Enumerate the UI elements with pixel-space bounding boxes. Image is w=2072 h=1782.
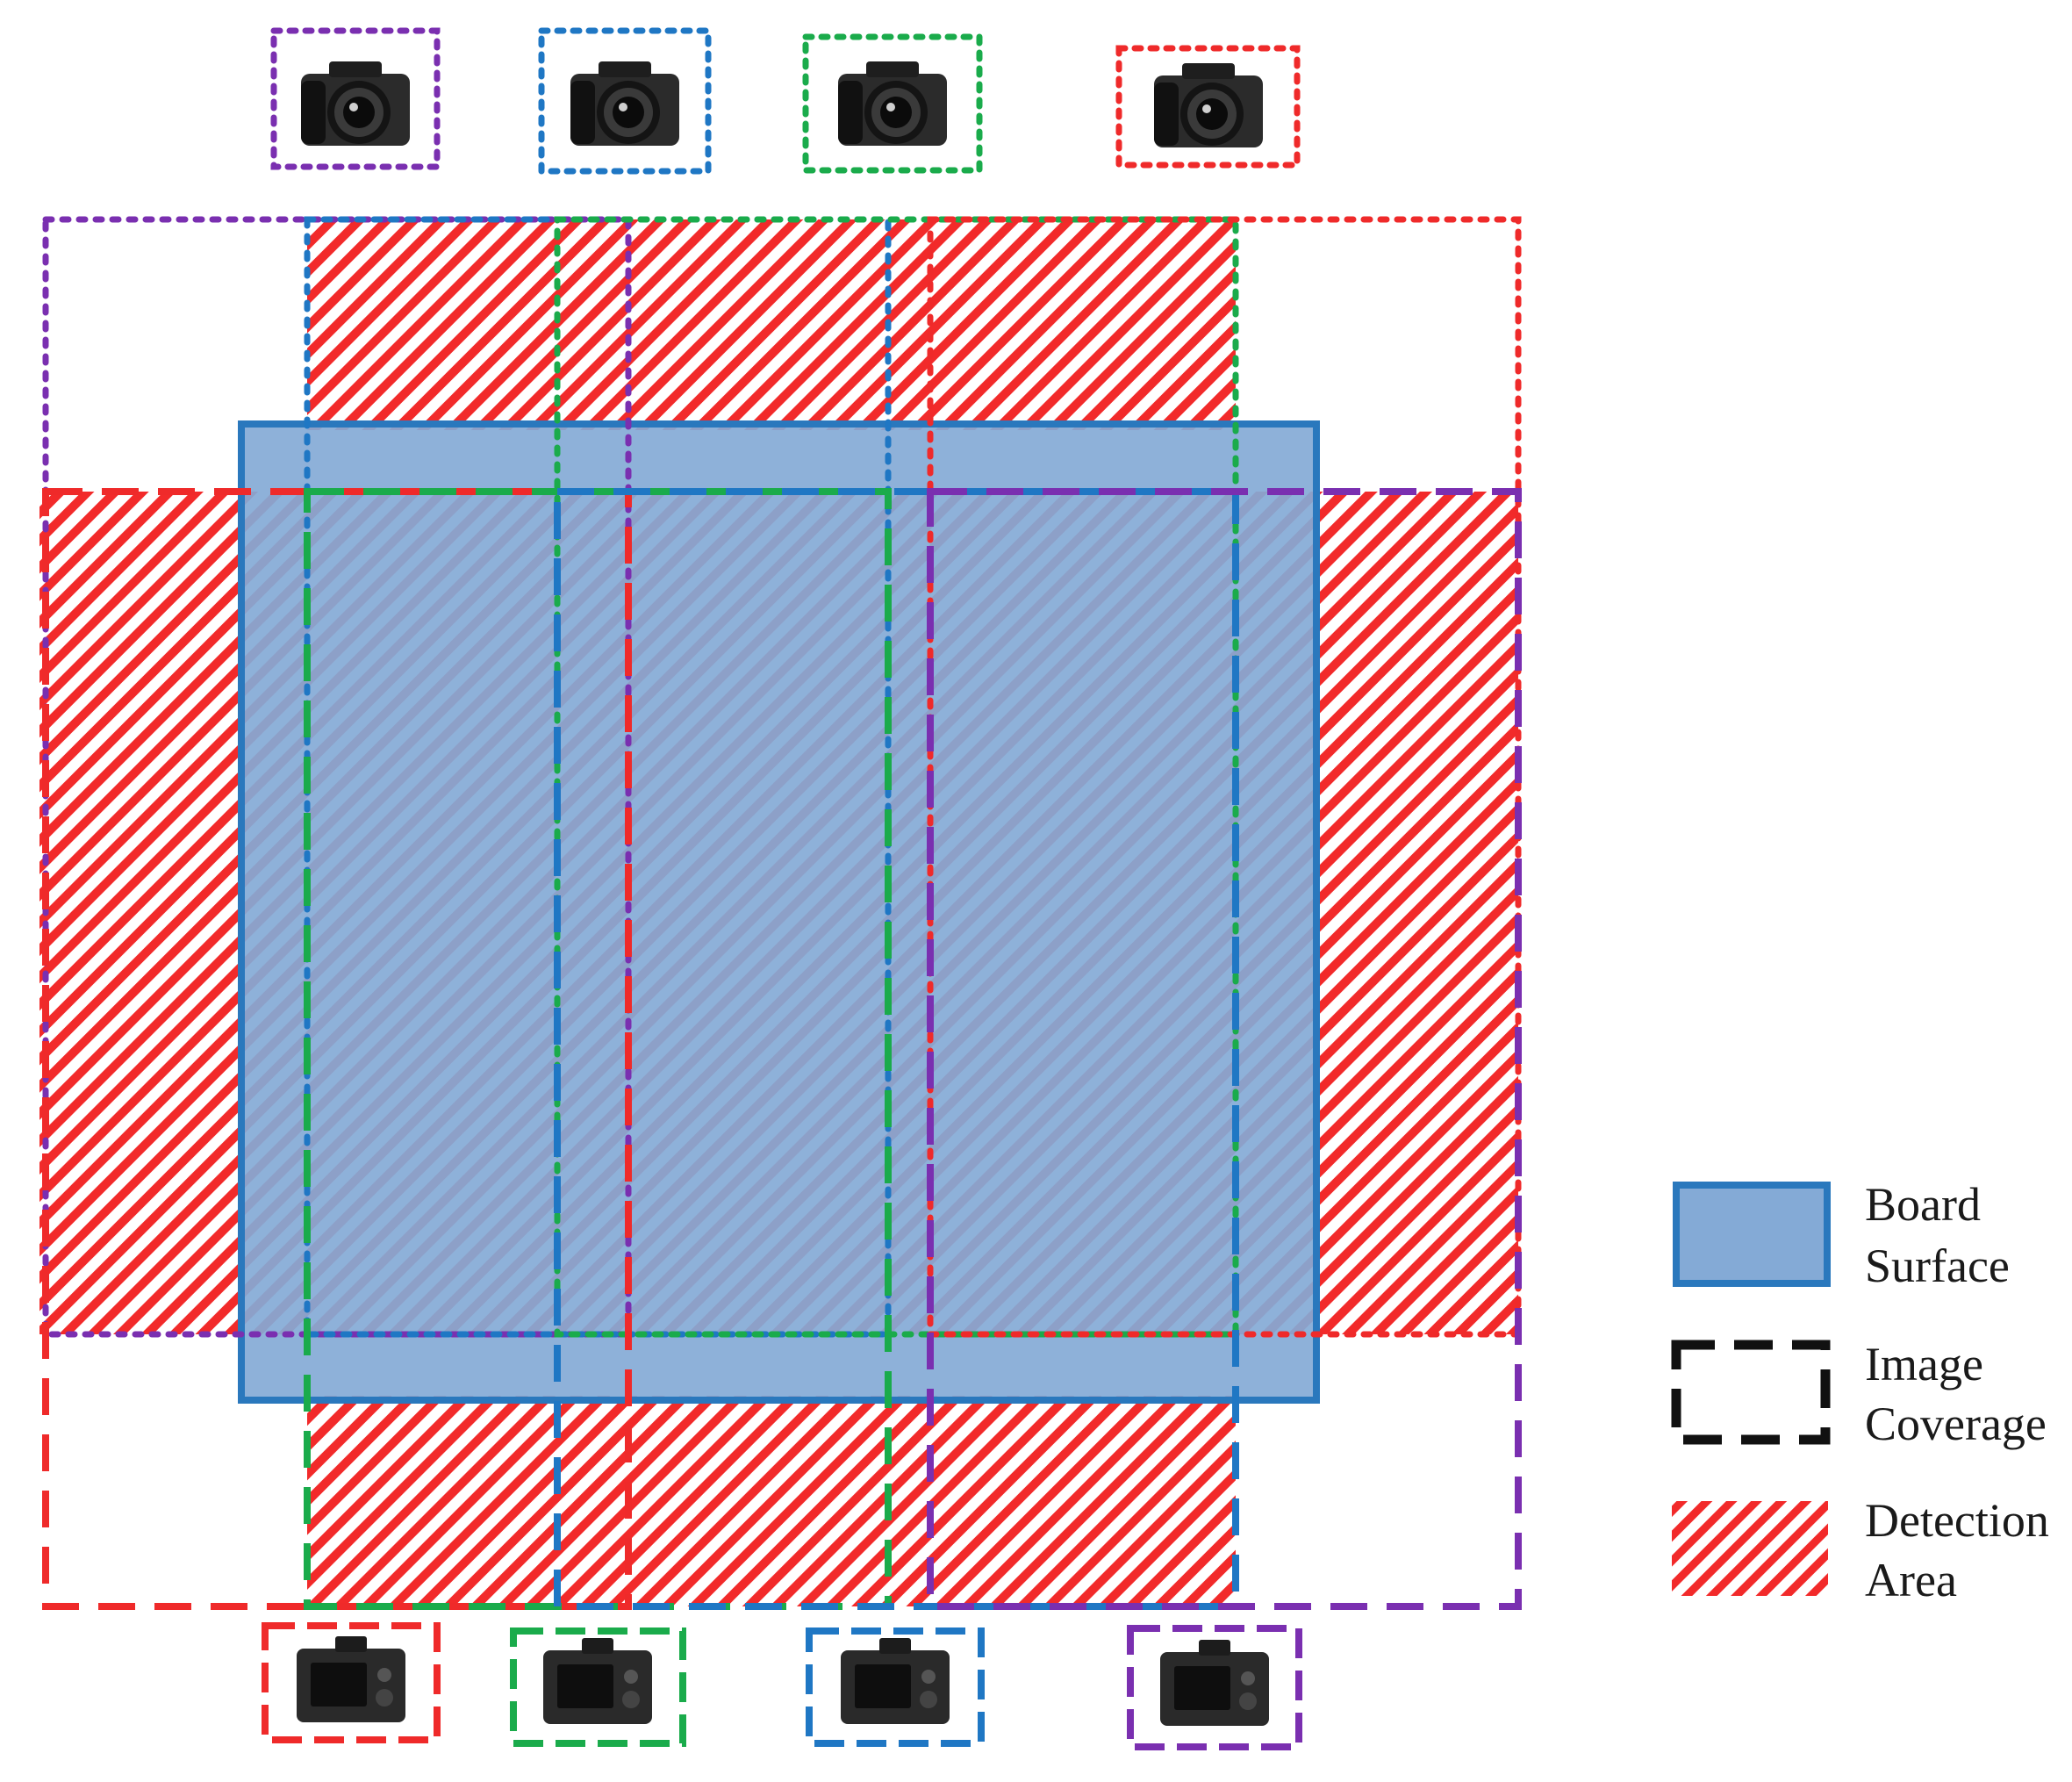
board-surface xyxy=(238,420,1320,1404)
camera-top-blue xyxy=(538,27,712,175)
camera-bottom-blue xyxy=(806,1628,985,1747)
legend-board-swatch xyxy=(1673,1182,1831,1287)
legend-coverage-label-line1: Image xyxy=(1865,1338,1983,1390)
camera-top-green xyxy=(802,33,983,174)
coverage-bottom-purple xyxy=(927,488,1522,1610)
camera-top-purple xyxy=(270,27,441,170)
camera-front-icon xyxy=(838,61,947,146)
legend-detection-label-line1: Detection xyxy=(1865,1494,2049,1547)
detection-area-top xyxy=(307,219,1236,430)
coverage-bottom-blue xyxy=(554,488,1239,1610)
legend-board-label-line1: Board xyxy=(1865,1178,1981,1231)
legend-image-coverage: Image Coverage xyxy=(1671,1338,2047,1450)
legend-detection-label-line2: Area xyxy=(1865,1554,1957,1606)
camera-front-icon xyxy=(301,61,410,146)
legend: Board Surface Image Coverage Detection A… xyxy=(1671,1178,2049,1606)
camera-front-icon xyxy=(570,61,679,146)
camera-bottom-red xyxy=(262,1622,441,1743)
legend-coverage-swatch xyxy=(1671,1340,1831,1445)
detection-area-bottom xyxy=(307,1396,1236,1606)
camera-bottom-purple xyxy=(1127,1625,1302,1750)
camera-top-red xyxy=(1115,45,1301,169)
camera-front-icon xyxy=(1154,63,1263,147)
camera-back-icon xyxy=(297,1636,405,1722)
legend-board-label-line2: Surface xyxy=(1865,1239,2010,1292)
camera-back-icon xyxy=(543,1638,652,1724)
bottom-cameras xyxy=(262,1622,1302,1750)
legend-detection-area: Detection Area xyxy=(1672,1494,2049,1606)
camera-bottom-green xyxy=(510,1628,686,1747)
top-cameras xyxy=(270,27,1301,175)
bottom-coverage-group xyxy=(42,488,1522,1610)
legend-board-surface: Board Surface xyxy=(1673,1178,2010,1292)
camera-back-icon xyxy=(1160,1640,1269,1726)
legend-detection-swatch xyxy=(1672,1501,1828,1596)
legend-coverage-label-line2: Coverage xyxy=(1865,1398,2047,1450)
camera-back-icon xyxy=(841,1638,950,1724)
